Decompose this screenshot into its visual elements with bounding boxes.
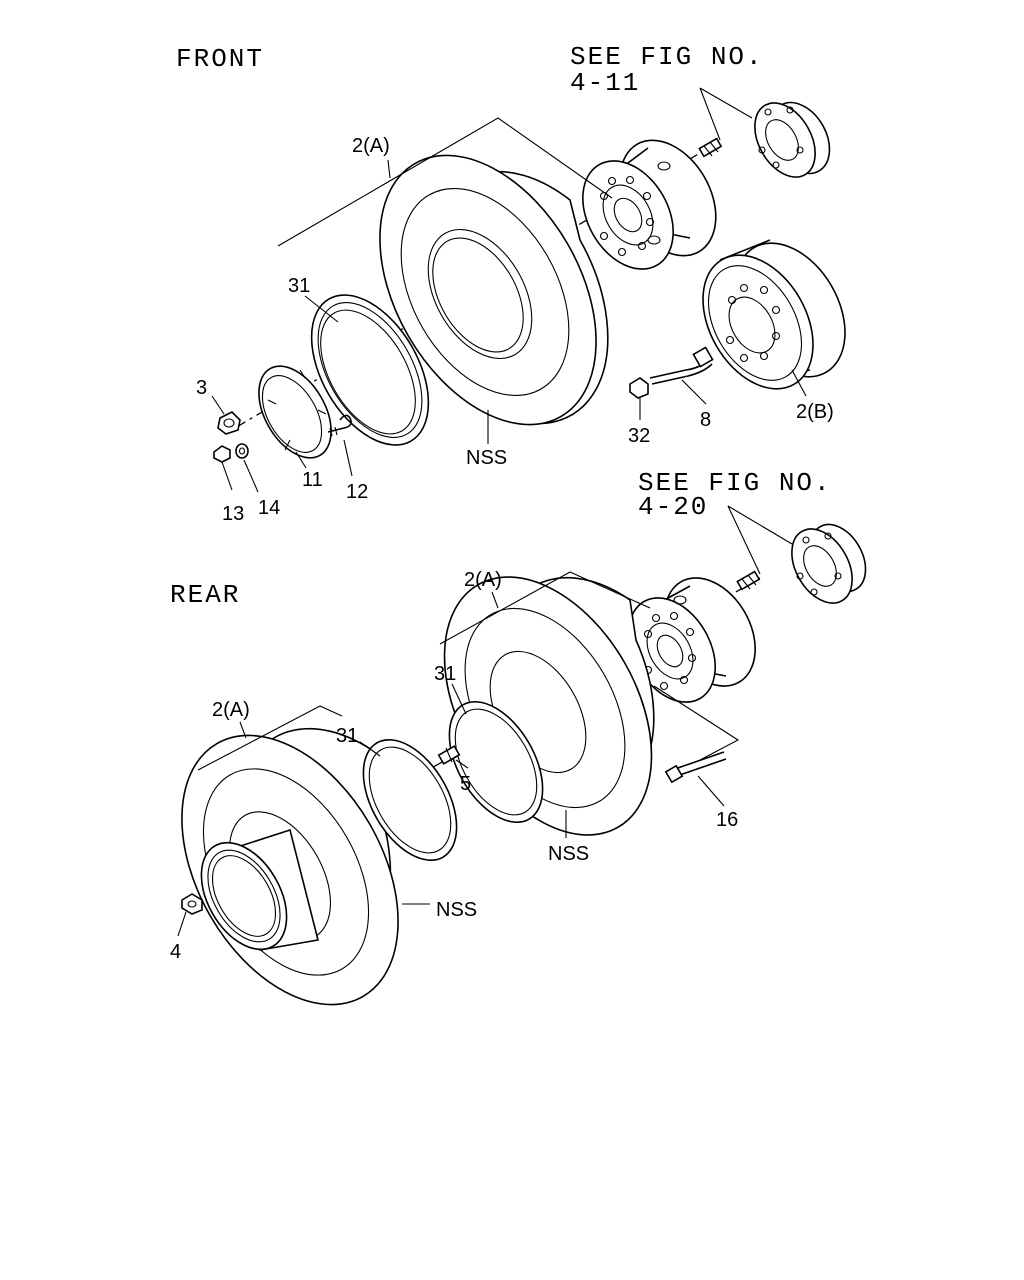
front-callout-3: 3 — [196, 377, 207, 399]
front-13-leader — [221, 461, 233, 491]
front-valve-cap — [629, 377, 649, 399]
front-31-leader — [304, 295, 339, 323]
rear-outer-31-leader — [359, 741, 381, 757]
front-outer-wheel — [702, 239, 846, 390]
rear-outer-2a-bracket — [197, 705, 343, 771]
rear-callout-nss-outer: NSS — [436, 899, 477, 921]
front-callout-8: 8 — [700, 409, 711, 431]
rear-callout-2a-outer: 2(A) — [212, 699, 250, 721]
front-ref-leader-b — [699, 87, 753, 119]
front-callout-2a: 2(A) — [352, 135, 390, 157]
rear-outer-2a-leader — [239, 721, 247, 739]
rear-inner-2a-bracket — [439, 571, 651, 645]
rear-valve-extension — [664, 751, 727, 784]
rear-hub-stud — [736, 570, 761, 591]
rear-callout-16: 16 — [716, 809, 738, 831]
rear-valve — [437, 745, 461, 765]
rear-callout-5: 5 — [460, 773, 471, 795]
front-hook-bolt — [327, 414, 352, 437]
front-valve-extension — [649, 346, 714, 385]
rear-callout-2a-inner: 2(A) — [464, 569, 502, 591]
front-hub-stud — [698, 137, 723, 158]
rear-callout-31-outer: 31 — [336, 725, 358, 747]
rear-outer-side-ring — [362, 738, 458, 862]
front-callout-11: 11 — [302, 469, 323, 491]
front-tire — [379, 154, 609, 426]
front-callout-12: 12 — [346, 481, 368, 503]
front-ref-leader-a — [699, 87, 721, 141]
front-callout-2b: 2(B) — [796, 401, 834, 423]
front-callout-13: 13 — [222, 503, 244, 525]
front-2a-bracket — [277, 117, 613, 247]
rear-fig-number: 4-20 — [638, 492, 708, 522]
front-hub-cap — [258, 365, 332, 459]
front-lock-nut — [213, 445, 231, 463]
rear-16-leader — [697, 775, 725, 807]
front-section-title: FRONT — [176, 44, 264, 74]
front-8-leader — [681, 379, 707, 405]
rear-ref-leader-a — [727, 505, 761, 575]
front-callout-nss: NSS — [466, 447, 507, 469]
front-callout-14: 14 — [258, 497, 280, 519]
front-washer — [235, 443, 249, 459]
rear-4-leader — [177, 911, 187, 937]
rear-5-leader — [455, 759, 469, 769]
rear-ref-leader-b — [727, 505, 793, 545]
front-12-leader — [343, 439, 353, 477]
rear-wheel-hub — [791, 523, 867, 604]
rear-16-bracket — [653, 685, 740, 761]
front-inner-wheel-disc — [582, 139, 717, 270]
front-callout-32: 32 — [628, 425, 650, 447]
front-2b-leader — [791, 369, 807, 397]
front-14-leader — [243, 459, 259, 493]
front-callout-31: 31 — [288, 275, 310, 297]
rear-see-fig-label: SEE FIG NO. — [638, 468, 832, 498]
front-see-fig-label: SEE FIG NO. — [570, 42, 764, 72]
front-11-leader — [295, 451, 307, 469]
front-2a-leader — [387, 159, 391, 179]
front-side-ring — [310, 294, 430, 446]
front-3-leader — [211, 395, 225, 415]
rear-section-title: REAR — [170, 580, 240, 610]
front-wheel-hub — [754, 101, 831, 178]
rear-callout-4: 4 — [170, 941, 181, 963]
front-fig-number: 4-11 — [570, 68, 640, 98]
rear-outer-wheel-rim — [200, 828, 319, 951]
rear-callout-nss-inner: NSS — [548, 843, 589, 865]
rear-inner-31-leader — [451, 683, 467, 715]
rear-wheel-nut — [181, 893, 203, 915]
rear-inner-wheel-disc — [627, 577, 756, 703]
rear-callout-31-inner: 31 — [434, 663, 456, 685]
rear-inner-2a-leader — [491, 591, 499, 609]
front-wheel-nut — [217, 411, 241, 435]
rear-inner-side-ring — [448, 700, 544, 824]
